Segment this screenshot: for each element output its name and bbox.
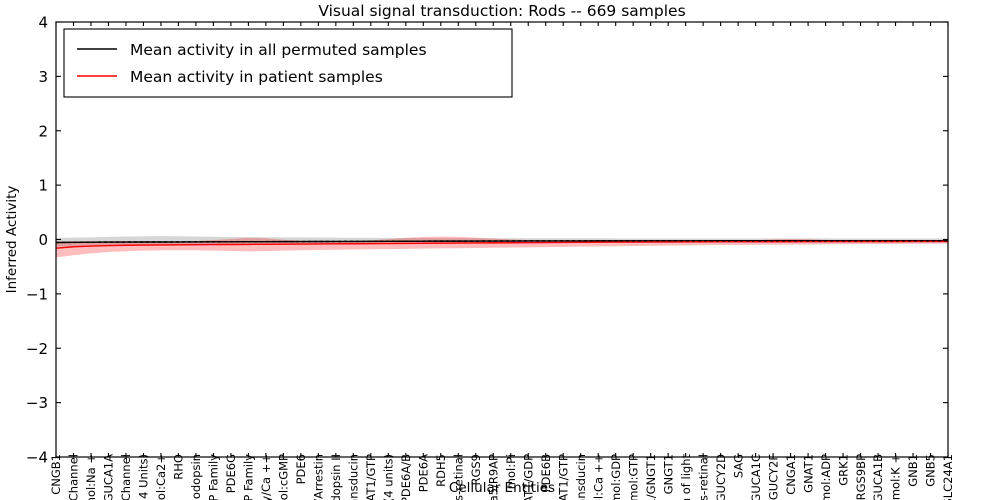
y-tick-label: −1 bbox=[26, 285, 48, 303]
y-tick-label: 3 bbox=[38, 68, 48, 86]
legend-label: Mean activity in patient samples bbox=[130, 68, 383, 86]
x-tick-label: GNAT1/GDP bbox=[521, 454, 535, 500]
x-tick-label: mol:GDP bbox=[609, 454, 623, 500]
y-tick-label: −4 bbox=[26, 449, 48, 467]
x-tick-label: GNAT1 bbox=[801, 454, 815, 493]
x-tick-label: GNAT1/GTP bbox=[556, 454, 570, 500]
x-tick-label: RGS9BP bbox=[854, 454, 868, 500]
legend-label: Mean activity in all permuted samples bbox=[130, 41, 427, 59]
x-tick-label: GNB5 bbox=[924, 454, 938, 487]
x-tick-label: GNGT1 bbox=[661, 454, 675, 494]
y-axis-label: Inferred Activity bbox=[4, 186, 20, 294]
x-tick-label: mol:11-cis-retinal bbox=[451, 454, 465, 500]
x-tick-label: GC2/GCAP Family bbox=[242, 454, 256, 500]
x-tick-label: PDE6 bbox=[294, 454, 308, 484]
x-tick-label: mol:GTP bbox=[626, 454, 640, 500]
y-tick-label: 2 bbox=[38, 122, 48, 140]
x-axis-label: Cellular Entities bbox=[449, 480, 555, 496]
x-tick-label: GNB1/GNGT1 bbox=[644, 454, 658, 500]
x-tick-label: Metarhodopsin II/Transducin bbox=[347, 454, 361, 500]
y-tick-label: 1 bbox=[38, 177, 48, 195]
x-tick-label: RHO bbox=[172, 454, 186, 480]
chart-title: Visual signal transduction: Rods -- 669 … bbox=[318, 2, 685, 20]
y-tick-label: 4 bbox=[38, 14, 48, 32]
x-tick-label: mol:Ca ++ bbox=[591, 454, 605, 500]
x-tick-label: CNGA1 bbox=[784, 454, 798, 495]
x-tick-label: RDH5 bbox=[434, 454, 448, 487]
x-tick-label: PDE6G bbox=[224, 454, 238, 493]
x-tick-label: mol:Ca2+ bbox=[154, 454, 168, 500]
x-tick-label: mol:ADP bbox=[819, 454, 833, 500]
y-tick-label: −2 bbox=[26, 340, 48, 358]
x-tick-label: Transducin bbox=[574, 454, 588, 500]
x-tick-label: PDE6A bbox=[416, 454, 430, 492]
x-tick-label: GUCA1C bbox=[749, 454, 763, 500]
x-tick-label: RGS9 bbox=[469, 454, 483, 486]
x-tick-label: SAG bbox=[731, 454, 745, 478]
x-tick-label: GNB1 bbox=[906, 454, 920, 487]
x-tick-label: PDE6A/B bbox=[399, 454, 413, 500]
x-tick-label: GUCA1B bbox=[871, 454, 885, 500]
x-tick-label: GRK1 bbox=[836, 454, 850, 486]
x-tick-label: cGMP/CNG Channel bbox=[67, 454, 81, 500]
x-tick-label: CNGB1 bbox=[49, 454, 63, 495]
x-tick-label: Metarhodopsin II bbox=[329, 454, 343, 500]
x-tick-label: mol:Na + bbox=[84, 454, 98, 500]
x-tick-label: mol:GMP (4 units) bbox=[382, 454, 396, 500]
x-tick-label: PDE6B bbox=[539, 454, 553, 492]
patient-mean-line bbox=[55, 240, 948, 249]
x-tick-label: GCAP Family/Ca ++ bbox=[259, 454, 273, 500]
x-tick-label: GC1/GCAP Family bbox=[207, 454, 221, 500]
y-tick-label: −3 bbox=[26, 394, 48, 412]
x-tick-label: GUCY2D bbox=[714, 454, 728, 500]
y-tick-label: 0 bbox=[38, 231, 48, 249]
legend-box bbox=[63, 28, 513, 98]
x-tick-label: SLC24A1 bbox=[941, 454, 955, 500]
x-tick-label: Na + (4 Units) bbox=[137, 454, 151, 500]
x-tick-label: CNG Channel bbox=[119, 454, 133, 500]
x-tick-label: GUCA1A bbox=[102, 454, 116, 500]
permuted-mean-markers bbox=[55, 240, 948, 244]
x-tick-label: mol:all-trans-retinal bbox=[696, 454, 710, 500]
x-tick-label: absorption of light bbox=[679, 454, 693, 500]
x-tick-label: mol:cGMP bbox=[277, 454, 291, 500]
x-tick-label: mol:Pi bbox=[504, 454, 518, 489]
x-tick-label: RGS9-1/Gbeta5/R9AP bbox=[486, 454, 500, 500]
x-tick-label: mol:K + bbox=[889, 454, 903, 500]
x-tick-label: Metarhodopsin II/Arrestin bbox=[312, 454, 326, 500]
x-tick-label: GUCY2F bbox=[766, 454, 780, 500]
x-tick-label: PDE6G/GNAT1/GTP bbox=[364, 454, 378, 500]
x-tick-label: Rhodopsin bbox=[189, 454, 203, 500]
